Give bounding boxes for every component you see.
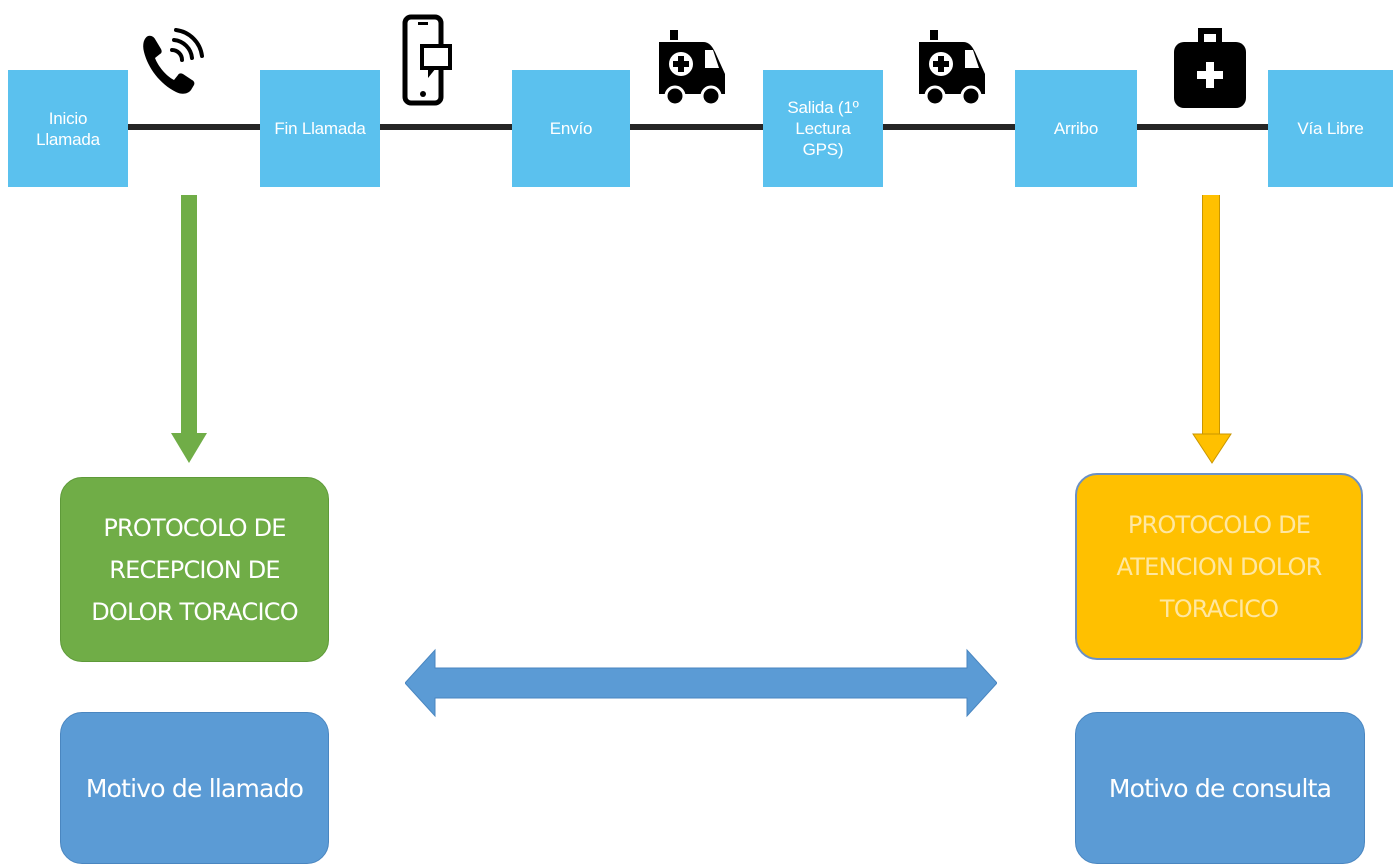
call-reason-box: Motivo de llamado bbox=[60, 712, 329, 864]
phone-icon bbox=[138, 28, 204, 98]
protocol-reception-box: PROTOCOLO DE RECEPCION DE DOLOR TORACICO bbox=[60, 477, 329, 662]
stage-inicio-llamada: Inicio Llamada bbox=[8, 70, 128, 187]
stage-envio: Envío bbox=[512, 70, 630, 187]
stage-salida-gps: Salida (1º Lectura GPS) bbox=[763, 70, 883, 187]
protocol-attention-box: PROTOCOLO DE ATENCION DOLOR TORACICO bbox=[1075, 473, 1363, 660]
first-aid-kit-icon bbox=[1172, 24, 1248, 112]
consultation-reason-box: Motivo de consulta bbox=[1075, 712, 1365, 864]
stage-arribo: Arribo bbox=[1015, 70, 1137, 187]
smartphone-message-icon bbox=[402, 14, 454, 106]
stage-fin-llamada: Fin Llamada bbox=[260, 70, 380, 187]
timeline-connector-line bbox=[120, 124, 1280, 130]
double-headed-arrow bbox=[405, 648, 997, 718]
ambulance-icon bbox=[917, 28, 989, 108]
stage-via-libre: Vía Libre bbox=[1268, 70, 1393, 187]
ambulance-icon bbox=[657, 28, 729, 108]
